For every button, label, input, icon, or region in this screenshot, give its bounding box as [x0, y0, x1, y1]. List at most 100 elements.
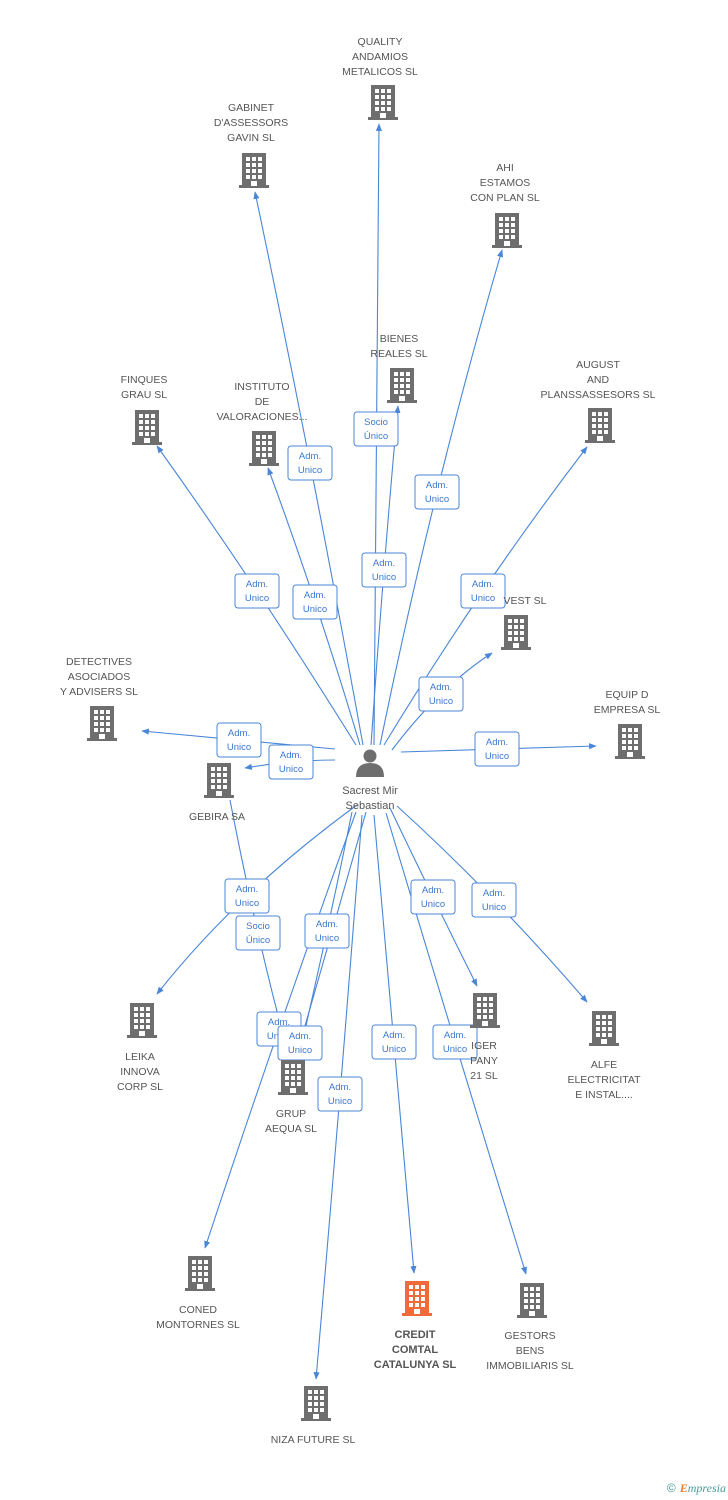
- company-label-line: QUALITY: [358, 36, 403, 48]
- building-icon: [492, 213, 522, 248]
- badge-label-line: Unico: [421, 899, 445, 910]
- badge-box: [216, 722, 262, 758]
- company-label-line: VALORACIONES...: [217, 411, 308, 423]
- badge-label-line: Unico: [471, 593, 495, 604]
- building-icon: [387, 368, 417, 403]
- company-label-line: ESTAMOS: [480, 177, 531, 189]
- relation-badge[interactable]: Adm.Unico: [371, 1024, 417, 1060]
- badge-label-line: Adm.: [383, 1030, 405, 1041]
- relation-badge[interactable]: Adm.Unico: [304, 913, 350, 949]
- badge-label-line: Unico: [443, 1044, 467, 1055]
- badge-label-line: Unico: [328, 1096, 352, 1107]
- relation-badge[interactable]: Adm.Unico: [292, 584, 338, 620]
- badge-label-line: Unico: [425, 494, 449, 505]
- badge-box: [317, 1076, 363, 1112]
- relation-badge[interactable]: Adm.Unico: [224, 878, 270, 914]
- copyright-symbol: ©: [666, 1481, 676, 1495]
- company-label-line: BENS: [516, 1345, 545, 1357]
- company-label-line: BIENES: [380, 333, 419, 345]
- relation-badge[interactable]: Adm.Unico: [216, 722, 262, 758]
- relation-badge[interactable]: Adm.Unico: [414, 474, 460, 510]
- building-icon: [301, 1386, 331, 1421]
- badge-box: [304, 913, 350, 949]
- brand-initial: E: [679, 1481, 688, 1495]
- building-icon: [204, 763, 234, 798]
- company-label-line: VEST SL: [504, 595, 547, 607]
- badge-label-line: Adm.: [268, 1017, 290, 1028]
- badge-label-line: Adm.: [280, 750, 302, 761]
- badge-label-line: Unico: [298, 465, 322, 476]
- relation-badge[interactable]: Adm.Unico: [432, 1024, 478, 1060]
- badge-label-line: Adm.: [329, 1082, 351, 1093]
- badge-box: [460, 573, 506, 609]
- badge-box: [414, 474, 460, 510]
- company-label-line: E INSTAL....: [575, 1089, 633, 1101]
- badge-box: [235, 915, 281, 951]
- badge-box: [268, 744, 314, 780]
- building-icon: [615, 724, 645, 759]
- building-icon: [501, 615, 531, 650]
- badge-label-line: Adm.: [236, 884, 258, 895]
- badge-label-line: Adm.: [483, 888, 505, 899]
- company-label-line: INSTITUTO: [234, 381, 289, 393]
- badge-label-line: Socio: [364, 417, 388, 428]
- company-label-line: EQUIP D: [606, 689, 649, 701]
- relation-badge[interactable]: Adm.Unico: [474, 731, 520, 767]
- relation-badge[interactable]: Adm.Unico: [460, 573, 506, 609]
- company-label-line: AHI: [496, 162, 514, 174]
- relation-badge[interactable]: Adm.Unico: [471, 882, 517, 918]
- badge-box: [292, 584, 338, 620]
- building-icon: [132, 410, 162, 445]
- badge-label-line: Adm.: [304, 590, 326, 601]
- relation-badge[interactable]: Adm.Unico: [234, 573, 280, 609]
- badge-label-line: Unico: [279, 764, 303, 775]
- relation-badge[interactable]: Adm. Unico: [268, 744, 314, 780]
- relation-badge[interactable]: Adm. Unico: [317, 1076, 363, 1112]
- relation-badge[interactable]: Adm. Unico: [277, 1025, 323, 1061]
- company-label-line: DETECTIVES: [66, 656, 132, 668]
- company-node-vest[interactable]: VEST SL: [501, 595, 547, 650]
- badge-label-line: Adm.: [289, 1031, 311, 1042]
- building-icon: [402, 1281, 432, 1316]
- relation-badge[interactable]: Adm.Unico: [361, 552, 407, 588]
- badge-box: [474, 731, 520, 767]
- person-name-line: Sebastian: [346, 800, 395, 812]
- relation-badge[interactable]: Adm. Unico: [287, 445, 333, 481]
- badge-box: [287, 445, 333, 481]
- badge-box: [418, 676, 464, 712]
- company-node-niza[interactable]: NIZA FUTURE SL: [271, 1386, 356, 1446]
- badge-box: [371, 1024, 417, 1060]
- badge-label-line: Unico: [245, 593, 269, 604]
- badge-label-line: Unico: [288, 1045, 312, 1056]
- company-node-gebira[interactable]: GEBIRA SA: [189, 763, 245, 823]
- relation-badge[interactable]: Adm.Unico: [410, 879, 456, 915]
- badge-label-line: Único: [364, 431, 388, 442]
- badge-label-line: Adm.: [299, 451, 321, 462]
- building-icon: [278, 1060, 308, 1095]
- brand-name: mpresia: [687, 1481, 726, 1495]
- company-label-line: GEBIRA SA: [189, 811, 245, 823]
- company-node-instituto[interactable]: INSTITUTODEVALORACIONES...: [217, 381, 308, 466]
- badge-label-line: Adm.: [430, 682, 452, 693]
- relation-badge[interactable]: Adm.Unico: [418, 676, 464, 712]
- building-icon: [470, 993, 500, 1028]
